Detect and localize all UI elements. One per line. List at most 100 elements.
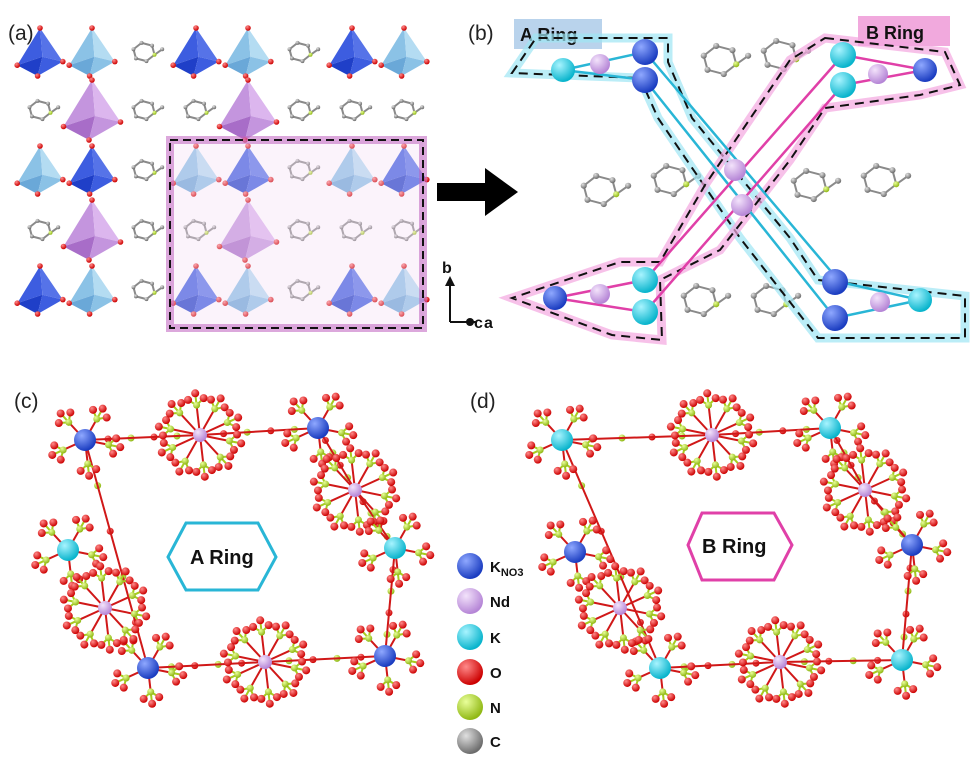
oxygen-atom <box>257 694 266 703</box>
legend-nd-label: Nd <box>490 594 510 611</box>
oxygen-atom <box>216 58 222 65</box>
ring-atoms <box>543 39 937 331</box>
polyhedron-face <box>352 28 375 62</box>
oxygen-atom <box>604 568 613 577</box>
oxygen-atom <box>268 176 274 183</box>
oxygen-atom <box>37 529 46 538</box>
oxygen-atom <box>339 450 348 459</box>
organic-cation <box>790 167 842 203</box>
nitrogen-atom <box>668 643 676 651</box>
nitrogen-atom <box>152 290 157 295</box>
k-no3-polyhedron <box>222 143 274 197</box>
oxygen-atom <box>34 191 41 197</box>
oxygen-atom <box>342 437 351 446</box>
nitrate-ligand <box>677 399 713 436</box>
nitrogen-atom <box>181 457 189 465</box>
oxygen-atom <box>631 683 640 692</box>
carbon-atom <box>144 59 149 64</box>
nitrogen-atom <box>380 492 388 500</box>
nitrogen-atom <box>791 632 799 640</box>
oxygen-atom <box>224 461 233 470</box>
oxygen-atom <box>232 423 241 432</box>
oxygen-atom <box>857 422 866 431</box>
nitrogen-atom <box>204 110 209 115</box>
nitrogen-atom <box>920 520 928 528</box>
oxygen-atom <box>216 296 222 303</box>
oxygen-atom <box>366 624 375 633</box>
carbon-atom <box>341 114 346 119</box>
nitrate-ligand <box>864 463 908 491</box>
metal-atom <box>773 655 787 669</box>
oxygen-atom <box>386 574 395 583</box>
carbon-atom <box>794 191 801 198</box>
nitrogen-atom <box>193 401 201 409</box>
nitrate-ligand <box>829 422 870 446</box>
oxygen-atom <box>350 657 359 666</box>
oxygen-atom <box>865 527 874 536</box>
carbon-atom <box>131 225 136 230</box>
nitrate-ligand <box>544 520 576 553</box>
oxygen-atom <box>540 553 549 562</box>
polyhedron-face <box>69 266 95 304</box>
nitrate-ligand <box>48 439 86 464</box>
nitrogen-atom <box>888 474 896 482</box>
oxygen-atom <box>592 525 601 534</box>
oxygen-atom <box>670 431 679 440</box>
oxygen-atom <box>629 647 638 656</box>
oxygen-atom <box>142 612 151 621</box>
metal-atom <box>901 534 923 556</box>
oxygen-atom <box>289 443 298 452</box>
carbon-atom <box>625 182 632 189</box>
axis-a-label: a <box>484 315 493 332</box>
carbon-atom <box>289 114 294 119</box>
carbon-atom <box>202 221 207 226</box>
oxygen-atom <box>577 621 586 630</box>
nitrogen-atom <box>640 646 648 654</box>
nitrogen-atom <box>796 680 804 688</box>
oxygen-atom <box>102 413 111 422</box>
polyhedron-face <box>219 116 251 140</box>
carbon-atom <box>316 47 321 52</box>
ring-a-outline-glow <box>503 33 970 343</box>
oxygen-atom <box>86 311 93 317</box>
carbon-atom <box>300 59 305 64</box>
ring-b-name-frame <box>686 511 794 582</box>
polyhedron-face <box>89 116 121 140</box>
oxygen-atom <box>620 645 629 654</box>
carbon-atom <box>760 47 767 54</box>
carbon-atom <box>306 43 311 48</box>
oxygen-atom <box>232 627 241 636</box>
oxygen-atom <box>801 443 810 452</box>
oxygen-atom <box>389 621 398 630</box>
metal-atom <box>649 657 671 679</box>
nitrogen-atom <box>42 556 50 564</box>
nitrogen-atom <box>264 688 272 696</box>
oxygen-atom <box>59 576 68 585</box>
oxygen-atom <box>283 429 292 438</box>
oxygen-atom <box>190 73 197 79</box>
carbon-atom <box>670 191 677 198</box>
oxygen-atom <box>673 632 682 641</box>
oxygen-atom <box>56 455 65 464</box>
oxygen-atom <box>361 450 370 459</box>
nitrogen-atom <box>688 409 696 417</box>
oxygen-atom <box>376 682 385 691</box>
oxygen-atom <box>741 445 750 454</box>
oxygen-atom <box>273 239 280 245</box>
carbon-atom <box>191 98 196 103</box>
polyhedron-face <box>89 294 115 314</box>
nitrogen-atom <box>536 446 544 454</box>
polyhedron-face <box>37 174 63 194</box>
carbon-atom <box>196 237 201 242</box>
oxygen-atom <box>242 311 249 317</box>
oxygen-atom <box>883 560 892 569</box>
oxygen-atom <box>734 649 743 658</box>
oxygen-atom <box>749 439 758 448</box>
organic-cation <box>339 218 373 242</box>
metal-atom <box>858 483 872 497</box>
highlight-box-dashed <box>169 139 424 329</box>
metal-atom <box>613 601 627 615</box>
oxygen-atom <box>90 639 99 648</box>
metal-atom <box>564 541 586 563</box>
nitrate-ligand <box>104 581 148 609</box>
